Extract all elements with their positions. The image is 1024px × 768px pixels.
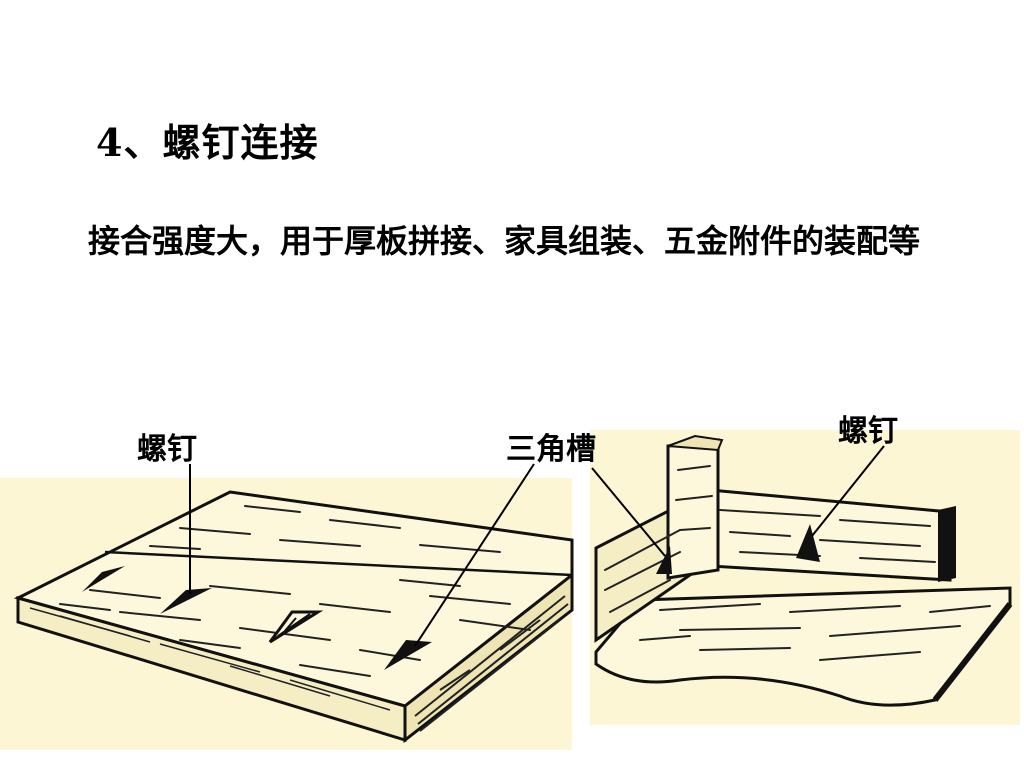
top-grain-lines xyxy=(59,505,531,677)
label-screw-right: 螺钉 xyxy=(838,414,898,449)
slide-title: 4、螺钉连接 xyxy=(96,120,319,165)
side-board xyxy=(594,497,692,643)
base-board xyxy=(594,586,1012,707)
groove-2 xyxy=(268,610,324,644)
corner-post xyxy=(666,438,720,580)
front-grain-lines xyxy=(29,607,391,711)
groove-3 xyxy=(384,640,432,670)
screw-1 xyxy=(160,588,212,614)
screw-back xyxy=(796,524,820,562)
screw-side xyxy=(656,546,672,574)
groove-leader-line-right xyxy=(591,467,666,557)
board-seam xyxy=(104,550,573,577)
board-edge-joint-illustration xyxy=(0,463,574,750)
groove-2-hatch xyxy=(277,613,311,637)
slide-description: 接合强度大，用于厚板拼接、家具组装、五金附件的装配等 xyxy=(88,222,921,260)
right-grain-lines xyxy=(604,465,991,661)
screw-leader-line-right xyxy=(811,445,885,537)
end-grain-lines xyxy=(414,595,569,732)
groove-leader-line xyxy=(414,463,535,647)
back-board xyxy=(708,488,952,582)
label-triangular-groove: 三角槽 xyxy=(506,432,596,467)
label-screw-left: 螺钉 xyxy=(137,432,197,467)
paper-background-right xyxy=(590,430,1020,725)
base-board-edge xyxy=(932,602,1013,702)
back-board-end xyxy=(938,506,956,582)
corner-post-top xyxy=(667,434,724,452)
groove-1 xyxy=(82,566,125,592)
